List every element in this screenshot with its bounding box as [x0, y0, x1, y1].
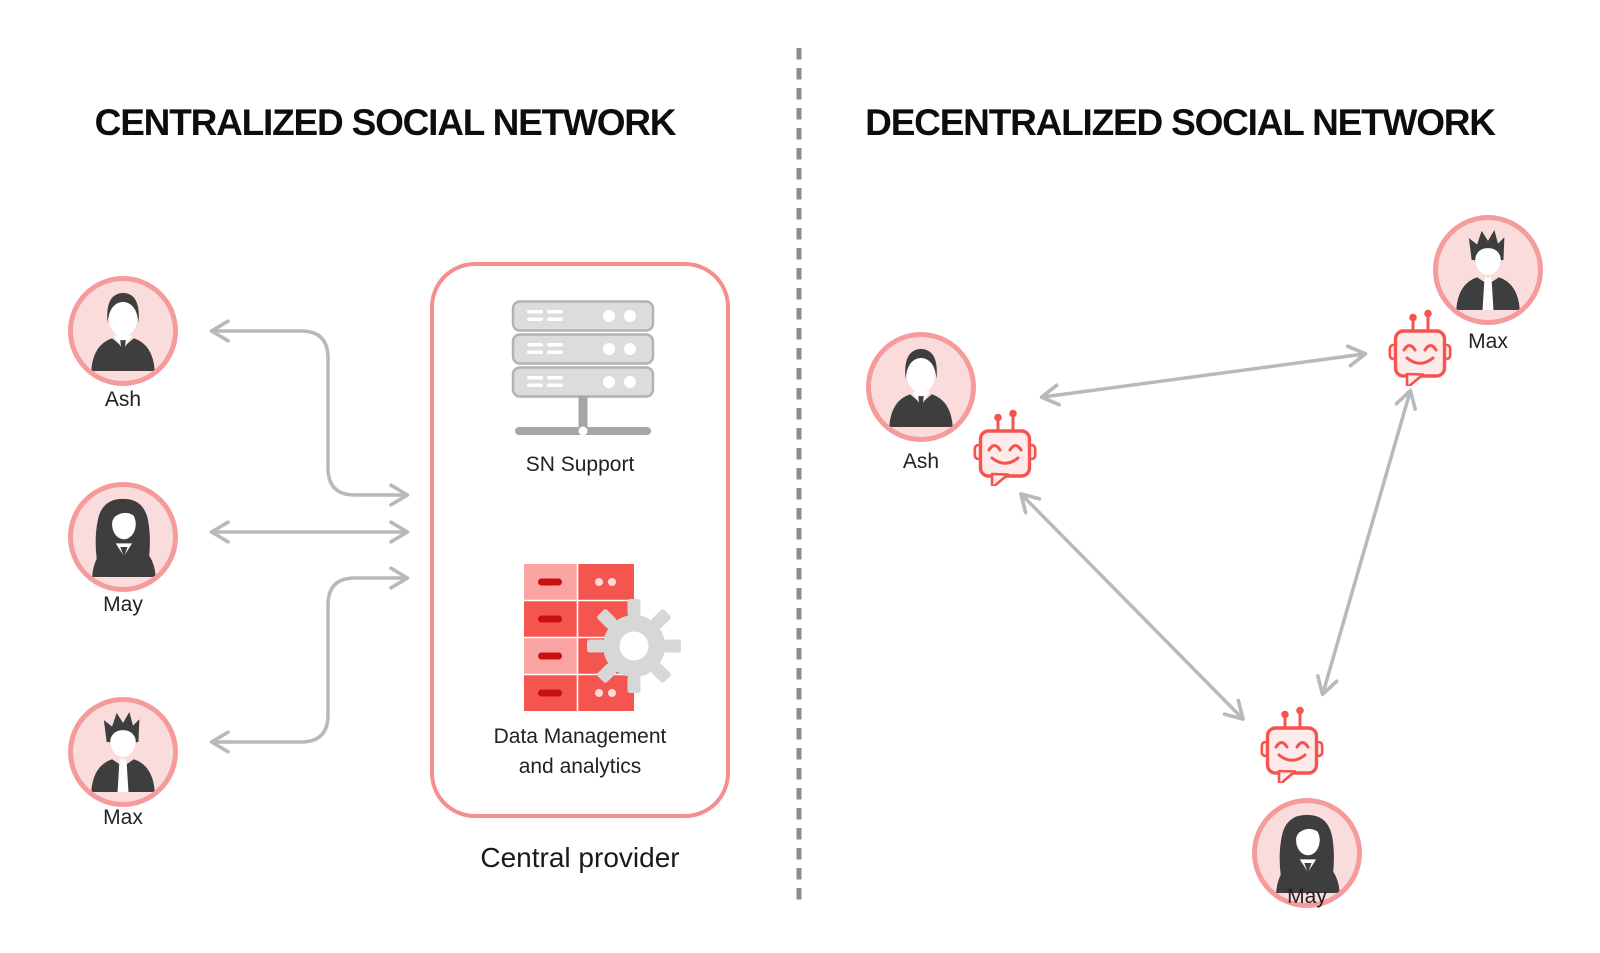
avatar-ash-right [866, 332, 976, 442]
database-gear-icon [524, 564, 681, 711]
data-management-label: Data Management and analytics [430, 722, 730, 782]
bot-icon-ash [973, 408, 1037, 486]
user-label-max-right: Max [1468, 330, 1508, 353]
gear-icon [587, 599, 681, 693]
user-label-ash-left: Ash [104, 388, 142, 411]
arrow-max-provider [209, 566, 410, 754]
avatar-max-right [1433, 215, 1543, 325]
user-label-max-left: Max [103, 806, 143, 829]
server-rack-icon [511, 300, 655, 436]
person-man-spiky-icon [1438, 220, 1538, 320]
data-management-line2: and analytics [518, 755, 642, 778]
arrow-max-may [1315, 388, 1418, 697]
right-title: DECENTRALIZED SOCIAL NETWORK [865, 102, 1496, 143]
person-man-icon [871, 337, 971, 437]
avatar-max-left [68, 697, 178, 807]
bot-icon-max [1388, 308, 1452, 386]
avatar-may-right [1252, 798, 1362, 908]
person-woman-icon [73, 487, 173, 587]
user-label-ash-right: Ash [902, 450, 940, 473]
arrow-ash-provider [209, 319, 410, 507]
person-man-icon [73, 281, 173, 381]
person-man-spiky-icon [73, 702, 173, 802]
avatar-ash-left [68, 276, 178, 386]
data-management-line1: Data Management [493, 725, 667, 748]
sn-support-label: SN Support [525, 453, 635, 476]
user-label-may-left: May [103, 593, 143, 616]
avatar-may-left [68, 482, 178, 592]
arrow-ash-max [1039, 344, 1368, 407]
left-title: CENTRALIZED SOCIAL NETWORK [94, 102, 677, 143]
bot-icon-may [1260, 705, 1324, 783]
user-label-may-right: May [1287, 885, 1327, 908]
central-provider-caption: Central provider [480, 842, 680, 873]
arrow-ash-may [1019, 492, 1245, 721]
